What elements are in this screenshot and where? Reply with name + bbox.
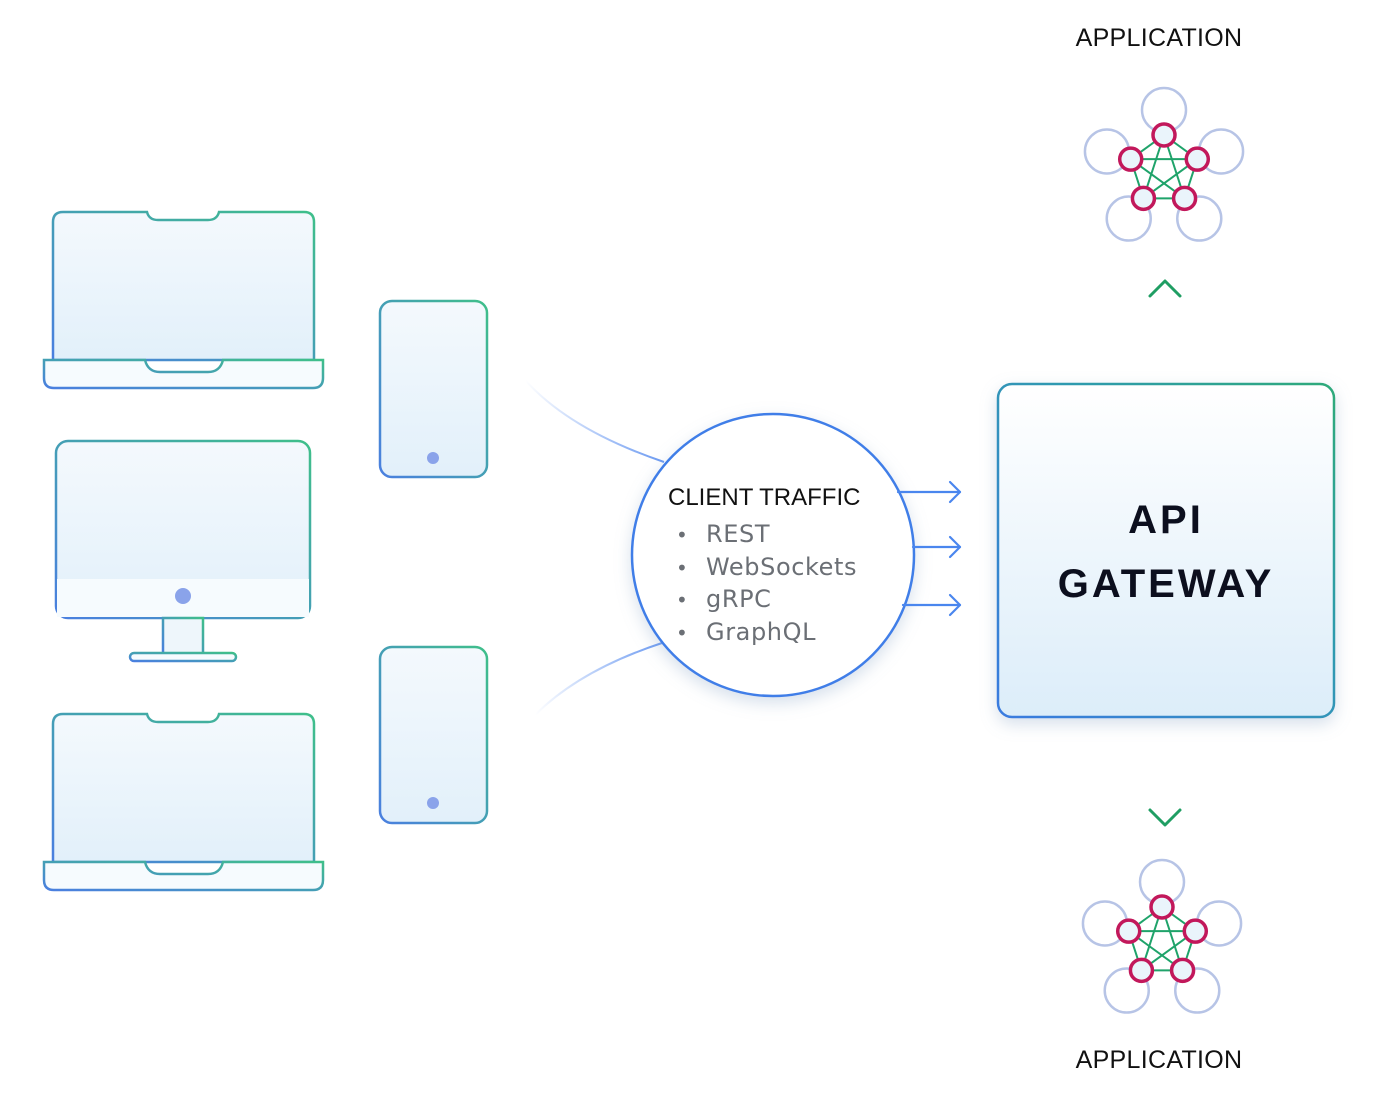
connector-line (534, 642, 663, 716)
protocol-label: gRPC (706, 585, 772, 613)
protocol-item: • WebSockets (676, 551, 857, 584)
bullet-icon: • (676, 523, 689, 547)
bullet-icon: • (676, 555, 689, 580)
laptop-icon (42, 210, 325, 390)
phone-icon (378, 645, 489, 825)
bullet-icon: • (676, 620, 689, 645)
client-traffic-circle (630, 412, 916, 698)
service-node-inner (1117, 146, 1144, 172)
arrow-up-icon (1148, 279, 1182, 362)
api-gateway-box (996, 382, 1336, 719)
protocol-label: GraphQL (706, 617, 817, 646)
protocol-item: • gRPC (676, 583, 857, 616)
arrow-right-icon (911, 535, 962, 559)
desktop-monitor-icon (54, 439, 312, 663)
connector-line (524, 379, 665, 463)
bullet-icon: • (676, 588, 689, 612)
client-traffic-title: CLIENT TRAFFIC (668, 484, 861, 511)
gateway-title-line1: API (1128, 498, 1204, 542)
application-label-top: APPLICATION (1075, 24, 1243, 52)
arrow-down-icon (1148, 743, 1182, 827)
service-node-inner (1182, 918, 1209, 944)
phone-icon (378, 299, 489, 479)
service-node-inner (1115, 918, 1142, 944)
arrow-right-icon (896, 480, 962, 504)
service-node-inner (1149, 894, 1175, 920)
application-cluster-icon (1083, 86, 1245, 242)
laptop-icon (42, 712, 325, 892)
service-node-inner (1128, 957, 1155, 984)
protocol-label: REST (706, 520, 771, 548)
protocol-item: • REST (676, 518, 857, 551)
service-node-inner (1171, 185, 1198, 212)
application-cluster-icon (1081, 858, 1243, 1014)
power-button-icon (175, 588, 191, 604)
service-node-inner (1169, 957, 1196, 984)
service-node-outer (1174, 967, 1221, 1014)
service-node-outer (1103, 967, 1150, 1014)
application-label-bottom: APPLICATION (1075, 1046, 1243, 1074)
service-node-inner (1184, 146, 1211, 172)
gateway-title-line2: GATEWAY (1057, 562, 1275, 606)
protocol-label: WebSockets (706, 552, 858, 581)
protocol-item: • GraphQL (676, 616, 857, 649)
service-node-inner (1130, 185, 1157, 212)
service-node-outer (1176, 195, 1223, 242)
arrow-right-icon (901, 593, 962, 617)
service-node-inner (1151, 122, 1177, 148)
protocol-list: • REST • WebSockets • gRPC • GraphQL (676, 518, 857, 648)
service-node-outer (1105, 195, 1152, 242)
